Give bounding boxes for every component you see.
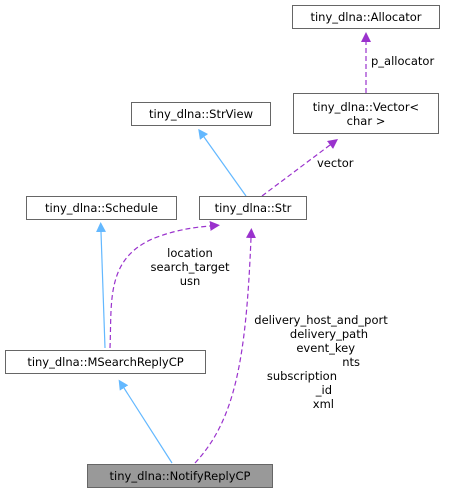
- schedule-node[interactable]: tiny_dlna::Schedule: [26, 196, 177, 220]
- notify-members-label: delivery_host_and_port delivery_path eve…: [240, 313, 402, 411]
- edge-str-to-strview: [198, 128, 247, 197]
- member-event-key: event_key: [296, 341, 355, 355]
- member-search-target: search_target: [150, 260, 230, 274]
- edge-str-to-vector: [261, 139, 338, 197]
- member-usn: usn: [179, 274, 201, 288]
- member-delivery-host-and-port: delivery_host_and_port: [254, 313, 388, 327]
- schedule-label: tiny_dlna::Schedule: [45, 201, 158, 215]
- p-allocator-label: p_allocator: [371, 54, 435, 68]
- notify-label: tiny_dlna::NotifyReplyCP: [109, 469, 251, 483]
- allocator-label: tiny_dlna::Allocator: [310, 10, 422, 24]
- member-nts: nts: [342, 355, 360, 369]
- member-subscription: subscription: [266, 369, 337, 383]
- msearch-label: tiny_dlna::MSearchReplyCP: [27, 355, 184, 369]
- member-id: _id: [315, 383, 332, 397]
- edge-msearch-to-schedule: [96, 222, 106, 349]
- member-location: location: [167, 246, 213, 260]
- vector-label-line1: tiny_dlna::Vector<: [312, 99, 420, 114]
- edge-notify-to-msearch: [118, 379, 173, 464]
- strview-node[interactable]: tiny_dlna::StrView: [131, 102, 271, 126]
- allocator-node[interactable]: tiny_dlna::Allocator: [292, 5, 440, 29]
- notify-node[interactable]: tiny_dlna::NotifyReplyCP: [87, 464, 273, 488]
- member-delivery-path: delivery_path: [289, 327, 368, 341]
- str-label: tiny_dlna::Str: [214, 201, 292, 215]
- edge-notify-to-str: [194, 228, 256, 464]
- msearch-members-label: location search_target usn: [138, 246, 242, 288]
- member-xml: xml: [312, 397, 334, 411]
- msearch-node[interactable]: tiny_dlna::MSearchReplyCP: [5, 350, 206, 374]
- strview-label: tiny_dlna::StrView: [149, 107, 253, 121]
- vector-edge-label: vector: [317, 156, 354, 170]
- str-node[interactable]: tiny_dlna::Str: [199, 196, 307, 220]
- edge-msearch-to-str: [109, 221, 220, 349]
- vector-label-line2: char >: [346, 113, 386, 128]
- vector-node[interactable]: tiny_dlna::Vector< char >: [293, 93, 439, 134]
